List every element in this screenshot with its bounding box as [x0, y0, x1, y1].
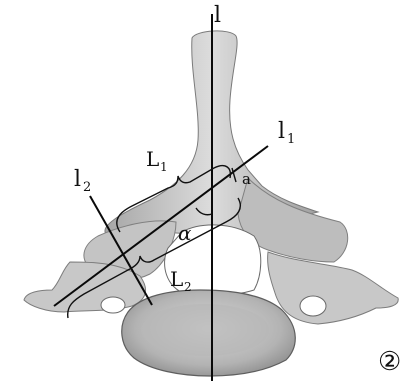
label-axis-l2: l	[74, 167, 81, 192]
label-length-L2: L	[170, 267, 183, 291]
label-length-L2-sub: 2	[184, 280, 192, 294]
label-axis-l1-sub: 1	[287, 132, 295, 147]
left-foramen	[101, 297, 125, 313]
label-length-L1-sub: 1	[160, 160, 168, 174]
label-length-L1: L	[146, 147, 159, 171]
label-axis-l1: l	[278, 119, 285, 144]
label-angle-alpha: α	[178, 221, 192, 245]
right-transverse-process	[268, 252, 399, 324]
vertebral-body-surface	[141, 304, 269, 356]
right-foramen	[300, 296, 326, 316]
label-point-a: a	[242, 170, 251, 188]
figure-number: ②	[378, 347, 401, 377]
left-transverse-process	[24, 262, 146, 312]
label-axis-l2-sub: 2	[83, 180, 91, 195]
label-axis-l: l	[214, 3, 221, 28]
